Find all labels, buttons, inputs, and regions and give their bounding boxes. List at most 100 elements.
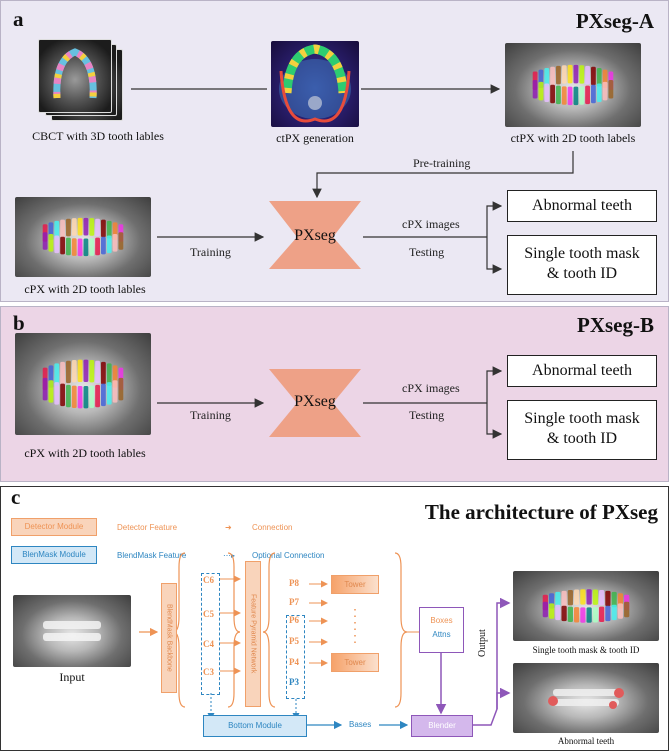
arrow-pretraining xyxy=(312,151,574,199)
segmented-tooth xyxy=(83,217,89,236)
segmented-tooth xyxy=(89,238,95,256)
panel-b-letter: b xyxy=(13,311,25,335)
legend-connection-arrow-icon: ➜ xyxy=(225,523,232,532)
segmented-tooth xyxy=(95,360,100,384)
segmented-tooth xyxy=(100,219,106,238)
segmented-tooth xyxy=(71,385,77,409)
legend-optional-arrow-icon: ⋯▸ xyxy=(223,551,236,560)
segmented-tooth xyxy=(561,605,567,622)
segmented-tooth xyxy=(106,220,112,239)
panel-a-arrows xyxy=(131,84,574,274)
segmented-tooth xyxy=(590,84,596,104)
cbct-caption: CBCT with 3D tooth lables xyxy=(32,129,164,143)
cpx-teeth-graphic-b xyxy=(42,359,124,409)
segmented-tooth xyxy=(605,605,611,622)
segmented-tooth xyxy=(89,218,95,236)
attns-label: Attns xyxy=(432,630,451,639)
ctpx-generation-image xyxy=(271,41,359,127)
segmented-tooth xyxy=(77,238,83,257)
tooth-mask-box-b: Single tooth mask & tooth ID xyxy=(507,400,657,460)
segmented-tooth xyxy=(544,68,550,87)
c-level-c3: C3 xyxy=(203,667,214,677)
p-level-p8: P8 xyxy=(289,578,299,588)
p-level-p6: P6 xyxy=(289,615,299,625)
abnormal-teeth-box-b: Abnormal teeth xyxy=(507,355,657,387)
segmented-tooth xyxy=(60,219,66,238)
p-level-p4: P4 xyxy=(289,657,299,667)
cpx-images-label-b: cPX images xyxy=(402,381,460,395)
segmented-tooth xyxy=(118,232,124,250)
segmented-tooth xyxy=(77,359,83,383)
cbct-teeth-graphic xyxy=(53,48,97,99)
segmented-tooth xyxy=(100,383,106,407)
segmented-tooth xyxy=(112,380,118,403)
arrow-to-mask-b xyxy=(486,403,503,439)
segmented-tooth xyxy=(106,235,112,254)
segmented-tooth xyxy=(550,66,556,86)
segmented-tooth xyxy=(567,590,573,606)
segmented-tooth xyxy=(77,385,83,409)
segmented-tooth xyxy=(567,64,573,84)
legend-blendmask-feature: BlendMask Feature xyxy=(117,551,187,560)
segmented-tooth xyxy=(624,601,630,618)
segmented-tooth xyxy=(555,604,561,621)
segmented-tooth xyxy=(54,363,60,386)
segmented-tooth xyxy=(89,359,95,383)
training-label-a: Training xyxy=(190,245,231,259)
abnormal-teeth-box-a: Abnormal teeth xyxy=(507,190,657,222)
ctpx-generation-caption: ctPX generation xyxy=(276,131,354,145)
legend-optional-connection: Optional Connection xyxy=(252,551,325,560)
segmented-tooth xyxy=(42,377,48,401)
cpx-caption-a: cPX with 2D tooth lables xyxy=(24,282,146,296)
panel-c-letter: c xyxy=(11,485,21,509)
c-level-c4: C4 xyxy=(203,639,214,649)
segmented-tooth xyxy=(611,591,617,608)
p-level-p5: P5 xyxy=(289,636,299,646)
pxseg-label-a: PXseg xyxy=(294,227,336,244)
cpx-caption-b: cPX with 2D tooth lables xyxy=(24,446,146,460)
testing-label-a: Testing xyxy=(409,245,445,259)
blender-box: Blender xyxy=(411,715,473,737)
cpx-teeth-graphic-a xyxy=(42,217,124,257)
segmented-tooth xyxy=(548,603,555,619)
pxseg-model-shape-b xyxy=(269,369,361,437)
tooth-mask-line1-a: Single tooth mask xyxy=(524,245,640,262)
tooth-mask-line1-b: Single tooth mask xyxy=(524,410,640,427)
segmented-tooth xyxy=(585,85,590,105)
segmented-tooth xyxy=(550,84,556,104)
legend-blendmask-module: BlenMask Module xyxy=(11,546,97,564)
segmented-tooth xyxy=(567,606,573,622)
segmented-tooth xyxy=(118,377,124,401)
segmented-tooth xyxy=(567,86,573,106)
panel-b: b PXseg-B cPX with 2D tooth lables Train… xyxy=(0,306,669,482)
pxseg-label-b: PXseg xyxy=(294,393,336,410)
segmented-tooth xyxy=(54,382,60,405)
segmented-tooth xyxy=(66,218,71,237)
panel-a-title: PXseg-A xyxy=(575,9,654,33)
input-label: Input xyxy=(59,670,85,684)
segmented-tooth xyxy=(599,590,605,606)
tower-bottom: Tower xyxy=(331,653,379,672)
ctpx-image xyxy=(505,43,641,127)
tooth-mask-box-a: Single tooth mask & tooth ID xyxy=(507,235,657,295)
p-level-p7: P7 xyxy=(289,597,299,607)
segmented-tooth xyxy=(66,237,71,256)
pretraining-label: Pre-training xyxy=(413,156,471,170)
segmented-tooth xyxy=(579,65,585,84)
segmented-tooth xyxy=(573,64,579,84)
segmented-tooth xyxy=(556,85,561,105)
segmented-tooth xyxy=(71,238,77,256)
output-abnormal-image xyxy=(513,663,659,733)
segmented-tooth xyxy=(60,361,66,385)
arrow-to-abnormal-b xyxy=(486,366,503,403)
legend-detector-module: Detector Module xyxy=(11,518,97,536)
segmented-tooth xyxy=(585,65,590,85)
segmented-tooth xyxy=(106,363,112,386)
segmented-tooth xyxy=(71,359,77,383)
segmented-tooth xyxy=(83,359,89,383)
segmented-tooth xyxy=(95,237,100,256)
heads-box: Boxes Attns xyxy=(419,607,464,653)
panel-b-arrows xyxy=(157,366,503,439)
brace-towers-to-heads xyxy=(394,552,408,708)
testing-label-b: Testing xyxy=(409,408,445,422)
